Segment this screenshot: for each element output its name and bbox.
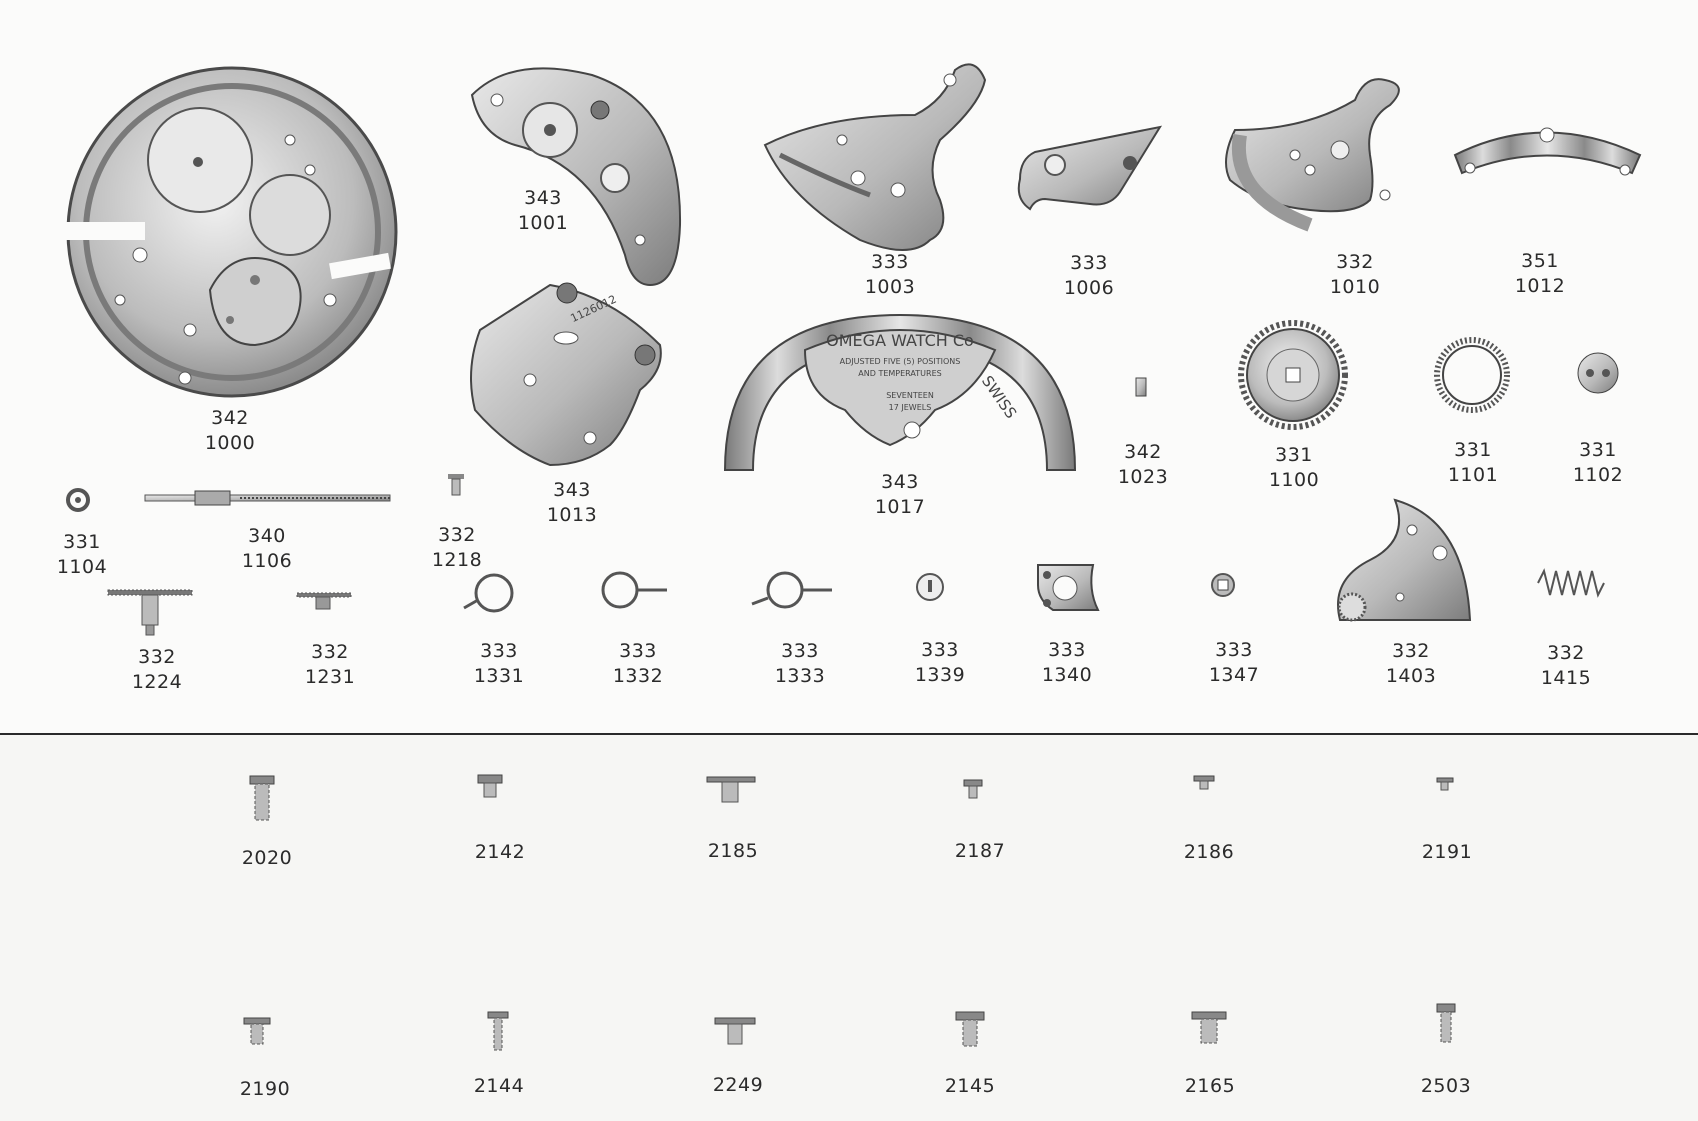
label-screw-2142: 2142 <box>474 841 526 863</box>
screw-1218 <box>448 474 464 496</box>
spring-1332 <box>601 571 667 609</box>
jewel-1339 <box>916 573 944 601</box>
bridge-engraving-line5: 17 JEWELS <box>889 403 932 412</box>
ring-segment-1012 <box>1453 127 1642 176</box>
screw-2144 <box>487 1011 509 1051</box>
lever-1006 <box>1017 125 1163 211</box>
screw-head-1347 <box>1211 573 1235 597</box>
screw-2142 <box>477 774 503 798</box>
bridge-1001 <box>470 67 682 287</box>
winding-stem-1106 <box>144 490 391 506</box>
bridge-engraving-line1: OMEGA WATCH Co <box>826 331 974 350</box>
clip-1104 <box>66 488 90 512</box>
label-screw-2503: 2503 <box>1420 1075 1472 1097</box>
label-screw-2165: 2165 <box>1184 1075 1236 1097</box>
screw-2190 <box>243 1017 271 1045</box>
screw-2187 <box>963 779 983 799</box>
pinion-1224 <box>107 589 193 636</box>
bridge-engraving-line4: SEVENTEEN <box>886 391 934 400</box>
label-screw-2145: 2145 <box>944 1075 996 1097</box>
screw-2145 <box>955 1011 985 1047</box>
pin-1023 <box>1135 377 1147 397</box>
balance-bridge-1017 <box>723 313 1077 471</box>
screw-2186 <box>1193 775 1215 790</box>
gear-1101 <box>1434 337 1510 413</box>
label-screw-2020: 2020 <box>241 847 293 869</box>
rotor-bearing-1003 <box>763 63 987 251</box>
label-screw-2187: 2187 <box>954 840 1006 862</box>
mainplate-1000 <box>55 66 398 398</box>
label-screw-2186: 2186 <box>1183 841 1235 863</box>
section-divider <box>0 733 1698 735</box>
label-screw-2185: 2185 <box>707 840 759 862</box>
lower-section-background <box>0 735 1698 1121</box>
screw-2191 <box>1436 777 1454 791</box>
spring-1333 <box>751 571 832 609</box>
pinion-1231 <box>296 592 352 610</box>
bridge-engraving-line2: ADJUSTED FIVE (5) POSITIONS <box>840 357 961 366</box>
label-screw-2144: 2144 <box>473 1075 525 1097</box>
click-1340 <box>1037 564 1100 611</box>
bridge-1013 <box>470 282 662 467</box>
bridge-engraving-line3: AND TEMPERATURES <box>858 369 941 378</box>
label-screw-2190: 2190 <box>239 1078 291 1100</box>
gear-1100 <box>1238 320 1348 430</box>
bridge-1010 <box>1225 78 1400 232</box>
disc-1102 <box>1577 352 1619 394</box>
label-screw-2249: 2249 <box>712 1074 764 1096</box>
screw-2249 <box>714 1017 756 1045</box>
screw-2185 <box>706 776 756 803</box>
spring-1331 <box>463 573 514 613</box>
coil-spring-1415 <box>1537 568 1605 598</box>
screw-2020 <box>249 775 275 821</box>
screw-2165 <box>1191 1011 1227 1044</box>
screw-2503 <box>1436 1003 1456 1043</box>
reverser-1403 <box>1337 498 1472 622</box>
label-screw-2191: 2191 <box>1421 841 1473 863</box>
